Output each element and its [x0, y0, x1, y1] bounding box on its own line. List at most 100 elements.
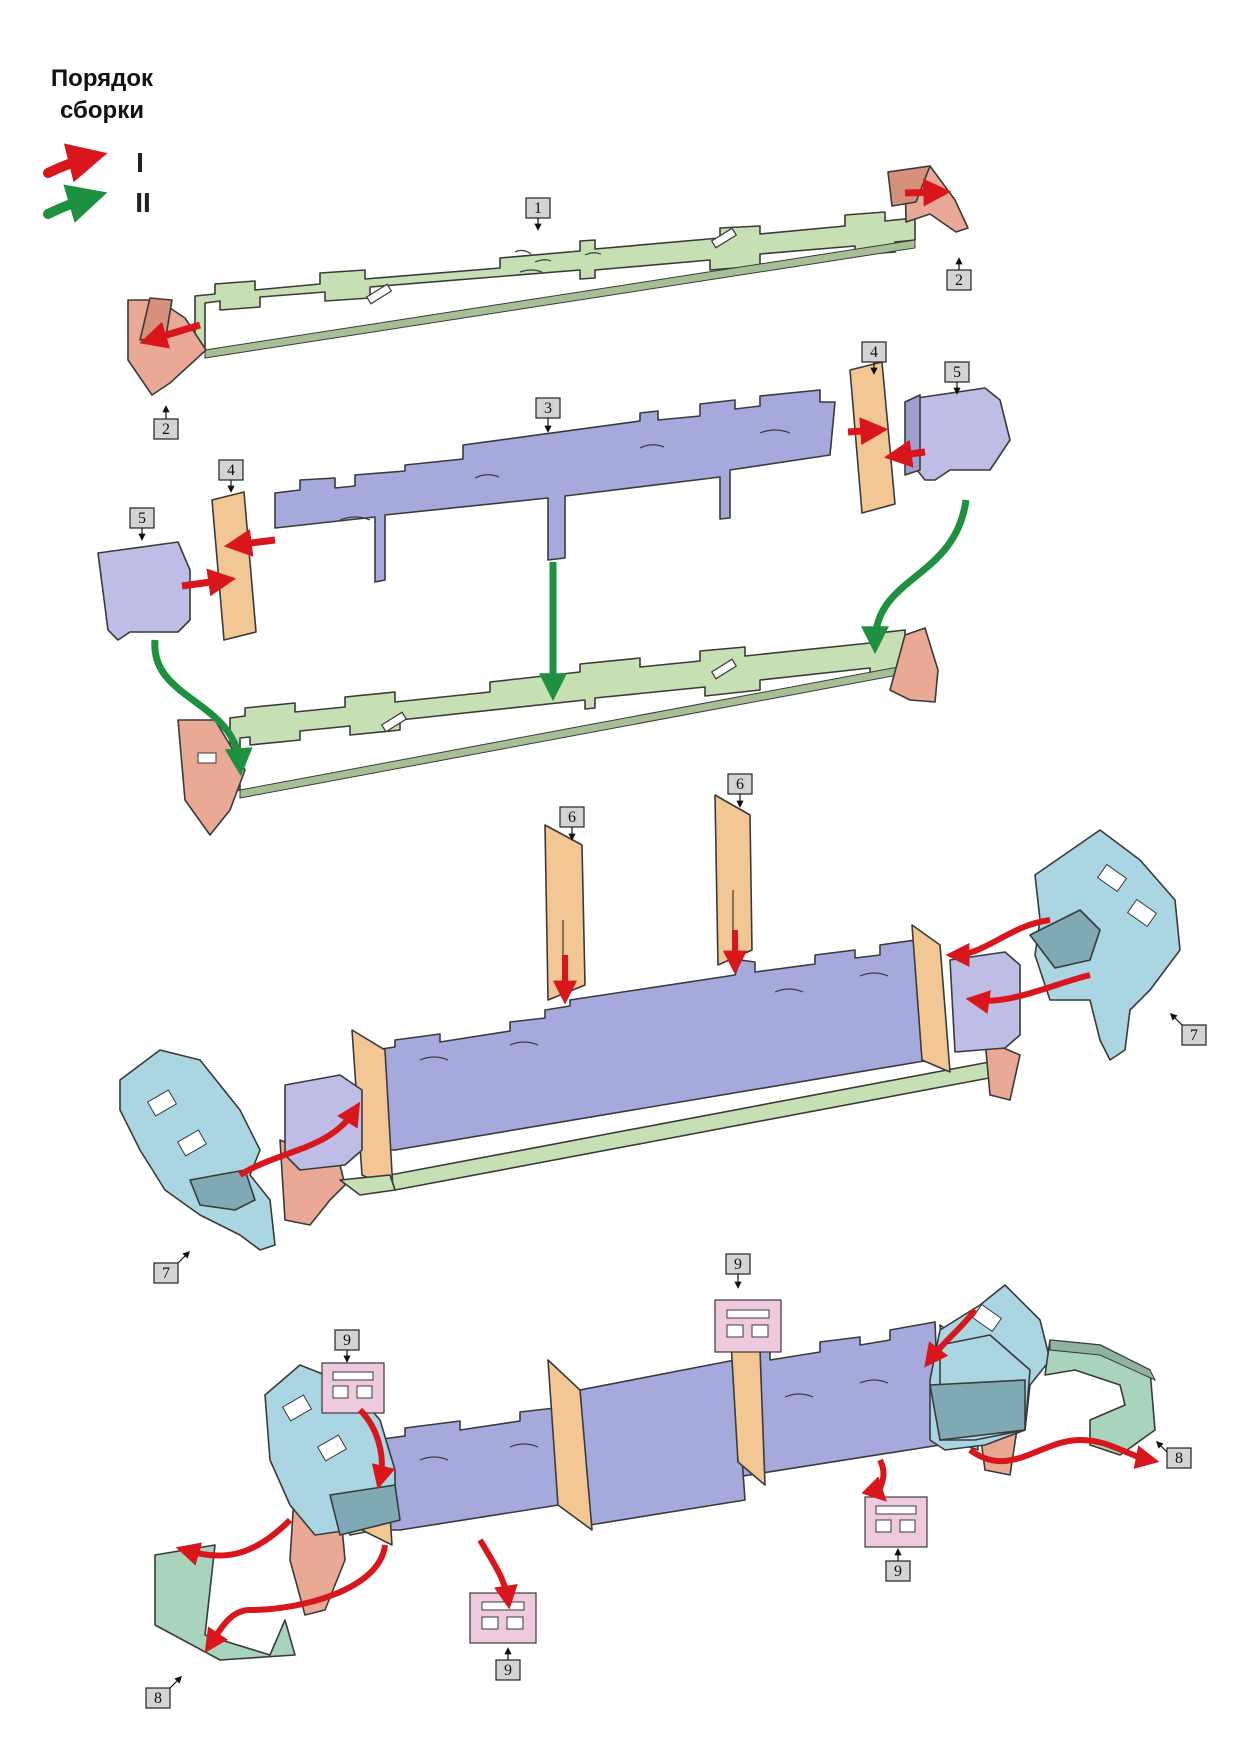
part-tag: 6: [727, 773, 753, 808]
legend: Порядок сборки I II: [43, 65, 154, 223]
base-plate-edge: [204, 239, 916, 359]
arrow-step-1: [175, 1517, 293, 1566]
step-2-label: II: [135, 187, 151, 218]
svg-text:1: 1: [534, 200, 542, 217]
part-tag: 2: [946, 257, 972, 291]
stage-2: 3 4 5 4 5: [97, 341, 1011, 836]
corner-block-right-side: [904, 394, 921, 476]
svg-text:2: 2: [955, 272, 963, 289]
svg-text:7: 7: [1190, 1027, 1198, 1044]
arrow-step-1: [357, 1407, 396, 1490]
base-plate-slot: [380, 711, 408, 733]
corner-block-left: [284, 1074, 363, 1171]
arrow-step-1: [904, 178, 952, 207]
arrow-step-1: [139, 321, 202, 349]
base-plate-slot: [710, 658, 738, 680]
arrow-step-2: [151, 639, 253, 777]
stage-3: 6 6 7 7: [119, 773, 1207, 1284]
cab-window: [176, 1129, 208, 1157]
svg-text:9: 9: [504, 1662, 512, 1679]
svg-text:5: 5: [953, 364, 961, 381]
side-wall: [274, 389, 836, 583]
cab-window: [1096, 863, 1128, 893]
window-insert: [321, 1362, 385, 1414]
svg-text:9: 9: [734, 1256, 742, 1273]
roof-strip-right: [1044, 1339, 1156, 1456]
roof-strip-left: [154, 1544, 296, 1661]
part-tag: 8: [145, 1675, 183, 1709]
step-2-arrow-swatch: [43, 184, 108, 223]
svg-text:7: 7: [162, 1265, 170, 1282]
cab-window: [281, 1394, 313, 1422]
end-bracket-right-face: [887, 165, 931, 207]
arrow-step-1: [924, 1308, 978, 1368]
cab-window: [1126, 898, 1158, 928]
arrow-step-1: [223, 529, 276, 557]
stage-1: 1 2 2: [127, 165, 972, 440]
end-bracket-right: [889, 627, 939, 703]
side-wall-center: [579, 1359, 746, 1526]
side-wall-slots: [339, 429, 791, 521]
side-wall-slots: [419, 972, 889, 1061]
cab-window: [971, 1303, 1003, 1333]
part-tag: 9: [885, 1548, 911, 1582]
part-tag: 9: [334, 1329, 360, 1363]
corner-block-right: [916, 387, 1011, 481]
end-bracket-slot: [197, 752, 217, 764]
arrow-step-1: [968, 1436, 1160, 1469]
arrow-step-1: [861, 1458, 887, 1502]
arrow-step-2: [861, 499, 970, 655]
cab-nose-left: [119, 1049, 276, 1251]
arrow-step-1: [847, 417, 889, 446]
part-tag: 2: [153, 405, 179, 440]
window-insert: [714, 1299, 782, 1353]
base-plate: [229, 629, 926, 793]
base-plate-slot: [365, 283, 393, 305]
svg-text:2: 2: [162, 421, 170, 438]
svg-text:9: 9: [894, 1563, 902, 1580]
corner-block-left: [97, 541, 191, 641]
part-tag: 4: [861, 341, 887, 375]
svg-text:5: 5: [138, 510, 146, 527]
step-1-arrow-swatch: [43, 143, 108, 183]
part-tag: 4: [218, 459, 244, 493]
cab-window: [146, 1089, 178, 1117]
side-wall: [374, 937, 931, 1151]
svg-text:8: 8: [1175, 1450, 1183, 1467]
part-tag: 1: [525, 197, 551, 231]
cab-window: [316, 1434, 348, 1462]
cab-nose-right-face: [929, 1379, 1026, 1441]
end-bracket-right: [984, 1039, 1021, 1101]
svg-text:4: 4: [870, 344, 878, 361]
base-plate-tabs: [514, 249, 602, 273]
legend-title-line-2: сборки: [60, 97, 144, 124]
part-tag: 5: [129, 507, 155, 541]
svg-text:6: 6: [736, 776, 744, 793]
svg-text:6: 6: [568, 809, 576, 826]
arrow-step-1: [945, 917, 1051, 967]
stage-4: 9 9 9 9 8 8: [145, 1253, 1192, 1709]
svg-text:4: 4: [227, 462, 235, 479]
cab-nose-right-face: [1029, 909, 1101, 969]
arrow-step-1: [883, 439, 926, 468]
svg-text:3: 3: [544, 400, 552, 417]
window-insert: [469, 1592, 537, 1644]
part-tag: 7: [1169, 1012, 1207, 1046]
part-tag: 9: [495, 1647, 521, 1681]
arrow-step-1: [204, 1544, 388, 1653]
cab-nose-right: [1034, 829, 1181, 1061]
base-plate-end: [339, 1174, 396, 1196]
end-panel-right: [849, 361, 896, 514]
divider-slots: [562, 890, 734, 990]
part-tag: 9: [725, 1253, 751, 1289]
step-1-label: I: [136, 147, 144, 178]
arrow-step-1: [181, 568, 237, 597]
svg-text:8: 8: [154, 1690, 162, 1707]
cab-nose-left-face: [189, 1169, 256, 1211]
base-plate: [194, 211, 916, 353]
part-tag: 6: [559, 806, 585, 841]
roof-strip-right-edge: [1049, 1339, 1157, 1382]
window-insert: [864, 1496, 928, 1548]
svg-text:9: 9: [343, 1332, 351, 1349]
